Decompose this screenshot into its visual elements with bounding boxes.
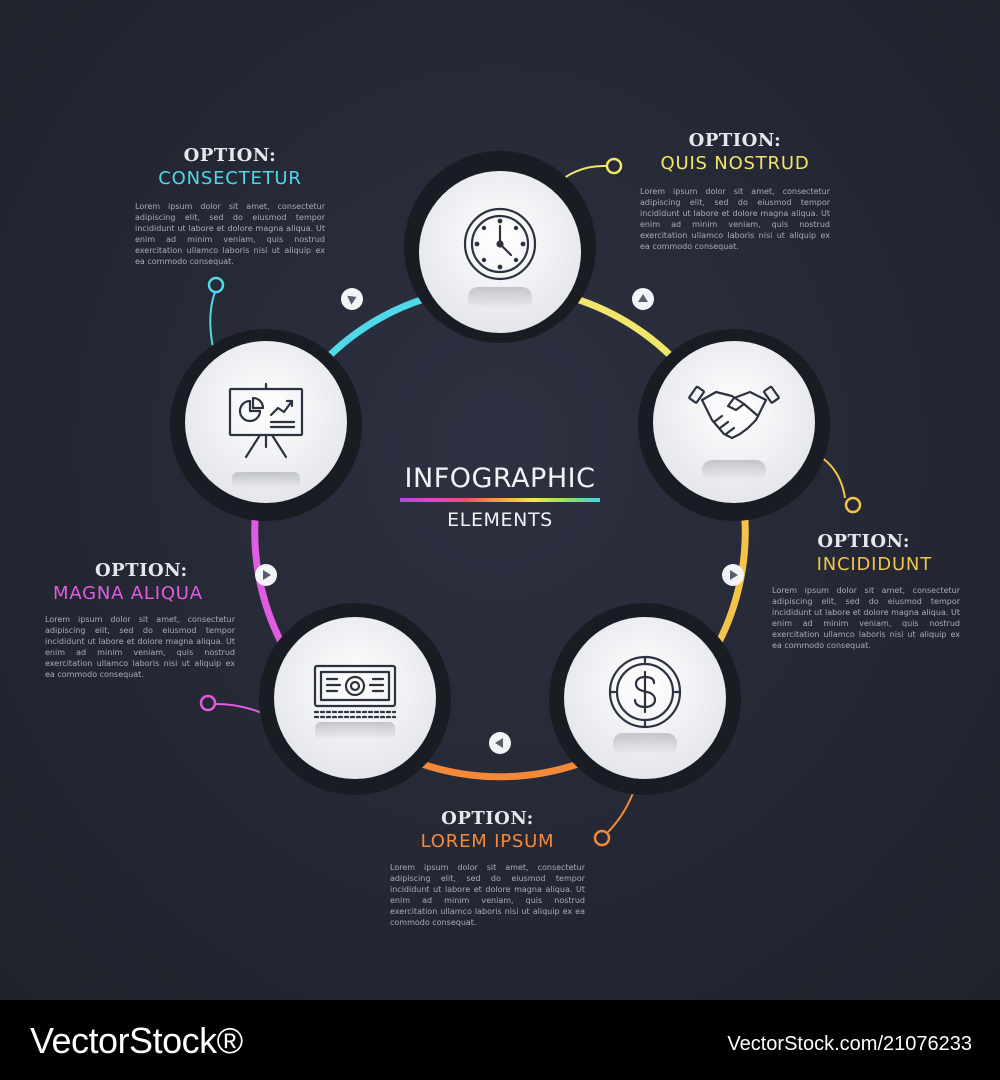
- direction-arrow-top-left: [341, 288, 363, 310]
- option-disc-consectetur: [185, 341, 347, 503]
- connector-dot-incididunt: [844, 496, 862, 514]
- icon-reflection: [702, 460, 766, 480]
- option-disc-magna-aliqua: [274, 617, 436, 779]
- connector-dot-magna-aliqua: [199, 694, 217, 712]
- watermark-id: VectorStock.com/21076233: [727, 1033, 972, 1055]
- option-label: MAGNA ALIQUA: [53, 583, 203, 604]
- banknote-icon: [313, 664, 397, 719]
- option-description: Lorem ipsum dolor sit amet, consectetur …: [135, 202, 325, 266]
- option-label: CONSECTETUR: [158, 168, 302, 189]
- clock-icon: [463, 207, 537, 281]
- option-label: LOREM IPSUM: [420, 831, 555, 852]
- dollar-coin-icon: [608, 655, 682, 729]
- option-title: OPTION:: [817, 531, 910, 552]
- direction-arrow-right: [722, 564, 744, 586]
- rainbow-divider: [400, 498, 600, 502]
- direction-arrow-left: [255, 564, 277, 586]
- cycle-diagram: [170, 151, 862, 847]
- infographic-canvas: INFOGRAPHIC ELEMENTS OPTION: QUIS NOSTRU…: [0, 0, 1000, 1000]
- option-disc-quis-nostrud: [419, 171, 581, 333]
- option-disc-incididunt: [653, 341, 815, 503]
- connector-dot-consectetur: [207, 276, 225, 294]
- icon-reflection: [468, 287, 532, 309]
- icon-reflection: [232, 472, 300, 488]
- watermark-bar: VectorStock® VectorStock.com/21076233: [0, 1000, 1000, 1080]
- option-title: OPTION:: [688, 130, 782, 151]
- option-description: Lorem ipsum dolor sit amet, consectetur …: [390, 863, 585, 927]
- connector-dot-quis-nostrud: [605, 157, 623, 175]
- icon-reflection: [613, 733, 677, 755]
- option-description: Lorem ipsum dolor sit amet, consectetur …: [45, 615, 235, 679]
- option-block-quis-nostrud: OPTION: QUIS NOSTRUD Lorem ipsum dolor s…: [635, 130, 835, 252]
- watermark-brand: VectorStock®: [30, 1020, 243, 1061]
- direction-arrow-bottom: [489, 732, 511, 754]
- icon-reflection: [315, 722, 395, 740]
- option-block-magna-aliqua: OPTION: MAGNA ALIQUA Lorem ipsum dolor s…: [45, 560, 235, 680]
- presentation-board-icon: [228, 382, 304, 459]
- option-description: Lorem ipsum dolor sit amet, consectetur …: [772, 586, 960, 650]
- option-block-consectetur: OPTION: CONSECTETUR Lorem ipsum dolor si…: [135, 145, 325, 267]
- handshake-icon: [688, 385, 780, 440]
- connector-dot-lorem-ipsum: [593, 829, 611, 847]
- option-block-incididunt: OPTION: INCIDIDUNT Lorem ipsum dolor sit…: [772, 531, 960, 651]
- option-title: OPTION:: [441, 808, 534, 829]
- option-description: Lorem ipsum dolor sit amet, consectetur …: [640, 187, 830, 251]
- option-label: INCIDIDUNT: [816, 554, 932, 575]
- option-title: OPTION:: [183, 145, 277, 166]
- direction-arrow-top-right: [632, 288, 654, 310]
- option-block-lorem-ipsum: OPTION: LOREM IPSUM Lorem ipsum dolor si…: [390, 808, 585, 928]
- option-label: QUIS NOSTRUD: [660, 153, 810, 174]
- option-title: OPTION:: [95, 560, 188, 581]
- center-title: INFOGRAPHIC: [404, 463, 596, 494]
- center-subtitle: ELEMENTS: [447, 509, 553, 531]
